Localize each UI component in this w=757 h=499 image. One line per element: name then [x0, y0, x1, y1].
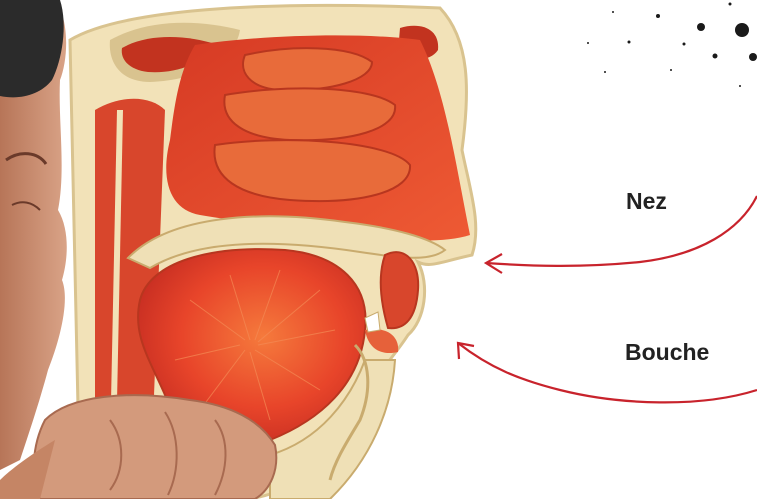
- nose-label: Nez: [626, 188, 667, 215]
- mouth-label: Bouche: [625, 339, 709, 366]
- decorative-dots: [587, 3, 757, 88]
- mouth-arrow-icon: [458, 343, 757, 402]
- nose-arrow-icon: [486, 196, 757, 273]
